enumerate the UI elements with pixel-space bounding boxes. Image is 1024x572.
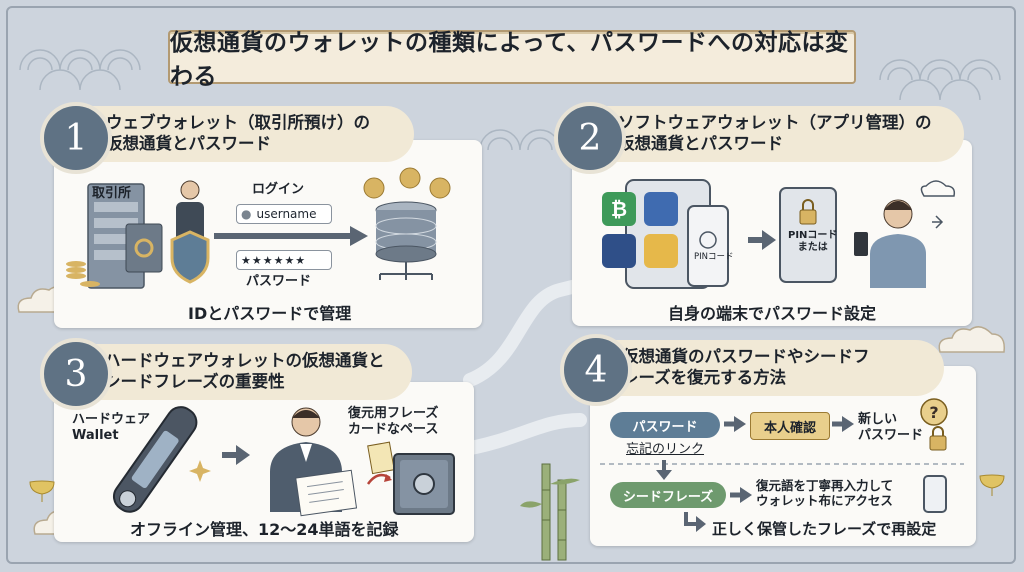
seed-phrase-pill: シードフレーズ	[610, 482, 726, 508]
down-arrow-icon	[656, 460, 672, 480]
section-2-heading: ソフトウェアウォレット（アプリ管理）の 仮想通貨とパスワード	[618, 113, 932, 153]
tablet-apps-icon: ₿	[602, 179, 729, 289]
new-password-text: 新しい パスワード	[858, 412, 924, 443]
section-1-heading: ウェブウォレット（取引所預け）の 仮想通貨とパスワード	[106, 113, 370, 153]
password-pill: パスワード	[610, 412, 720, 438]
exchange-label: 取引所	[92, 186, 132, 201]
section-3-header: ハードウェアウォレットの仮想通貨と シードフレーズの重要性	[90, 344, 412, 400]
wave-pattern-center	[479, 129, 561, 151]
ginkgo-leaf-icon	[29, 480, 55, 502]
wave-pattern-top-left	[19, 49, 141, 91]
person-writing-icon	[270, 407, 358, 517]
password-mask: ★★★★★★	[241, 253, 307, 267]
forgot-link-text: 忘記のリンク	[626, 442, 705, 457]
user-icon: ●	[241, 207, 252, 221]
username-value: username	[256, 207, 317, 221]
arrow-icon	[724, 416, 746, 432]
section-4-number-badge: 4	[560, 334, 632, 406]
login-label: ログイン	[252, 182, 305, 197]
section-3-caption: オフライン管理、12〜24単語を記録	[130, 520, 399, 539]
exchange-server-icon	[66, 183, 163, 289]
safe-icon	[366, 441, 455, 515]
phone-icon	[923, 475, 947, 513]
security-person-icon	[170, 180, 210, 284]
bamboo-icon	[520, 463, 580, 561]
tablet-pin-label: PINコード または	[788, 230, 838, 253]
return-arrow-icon	[684, 512, 706, 532]
reset-text: 正しく保管したフレーズで再設定	[712, 520, 937, 538]
svg-text:₿: ₿	[611, 197, 627, 221]
ginkgo-leaf-icon	[979, 474, 1005, 496]
section-1-number-badge: 1	[40, 102, 112, 174]
section-2-number-badge: 2	[554, 102, 626, 174]
arrow-icon	[748, 230, 776, 250]
page-title: 仮想通貨のウォレットの種類によって、パスワードへの対応は変わる	[170, 30, 849, 90]
person-with-phone-icon	[854, 180, 956, 288]
username-field: ● username	[236, 204, 332, 224]
arrow-icon	[222, 445, 250, 465]
outer-frame	[6, 6, 1016, 564]
arrow-icon	[214, 226, 368, 246]
question-lock-icon: ?	[920, 398, 948, 451]
password-field: ★★★★★★	[236, 250, 332, 270]
lock-tablet-icon	[779, 187, 837, 283]
database-icon	[363, 167, 451, 280]
phone-pin-label: PINコード	[694, 252, 734, 262]
cloud-icon	[938, 326, 1005, 353]
title-banner: 仮想通貨のウォレットの種類によって、パスワードへの対応は変わる	[168, 30, 856, 90]
arrow-icon	[730, 487, 752, 503]
password-label: パスワード	[246, 274, 312, 289]
section-1-caption: IDとパスワードで管理	[188, 304, 352, 323]
hardware-device-label: ハードウェア Wallet	[72, 412, 151, 443]
section-1-header: ウェブウォレット（取引所預け）の 仮想通貨とパスワード	[92, 106, 414, 162]
arrow-icon	[832, 416, 854, 432]
svg-text:?: ?	[929, 403, 938, 422]
section-4-heading: 仮想通貨のパスワードやシードフ レーズを復元する方法	[622, 347, 870, 387]
identity-verification-box: 本人確認	[750, 412, 830, 440]
hardware-wallet-icon	[112, 406, 211, 513]
section-4-card	[590, 366, 976, 546]
section-3-heading: ハードウェアウォレットの仮想通貨と シードフレーズの重要性	[104, 351, 385, 391]
section-2-header: ソフトウェアウォレット（アプリ管理）の 仮想通貨とパスワード	[604, 106, 964, 162]
recovery-card-label: 復元用フレーズ カードなペース	[348, 406, 439, 437]
dashed-divider	[600, 463, 964, 465]
section-4-header: 仮想通貨のパスワードやシードフ レーズを復元する方法	[608, 340, 944, 396]
section-3-number-badge: 3	[40, 338, 112, 410]
wave-pattern-top-right	[879, 59, 1001, 101]
section-2-caption: 自身の端末でパスワード設定	[668, 304, 877, 323]
seed-description: 復元語を丁寧再入力して ウォレット布にアクセス	[756, 478, 894, 508]
